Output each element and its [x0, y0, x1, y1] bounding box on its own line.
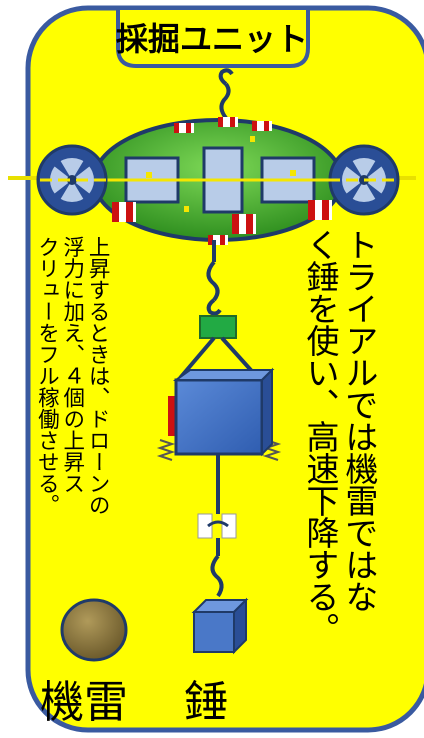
label-mine: 機雷 — [40, 677, 128, 728]
spring-left — [156, 396, 176, 461]
weight-cube — [191, 597, 249, 655]
collection-box — [156, 367, 282, 461]
middle-hook — [206, 240, 222, 316]
release-hook — [197, 513, 237, 539]
top-hook — [218, 68, 234, 120]
lower-line — [210, 454, 224, 598]
green-clamp — [199, 315, 237, 339]
label-weight: 錘 — [184, 677, 228, 728]
note-left: 上昇するときは、ドローンの 浮力に加え、４個の上昇ス クリューをフル稼働させる。 — [34, 236, 111, 516]
note-right: トライアルでは機雷ではな く錘を使い、高速下降する。 — [300, 228, 379, 644]
drone-screws — [112, 117, 332, 245]
title: 採掘ユニット — [115, 20, 308, 58]
title-tab — [116, 6, 310, 68]
mine-icon — [60, 598, 128, 662]
